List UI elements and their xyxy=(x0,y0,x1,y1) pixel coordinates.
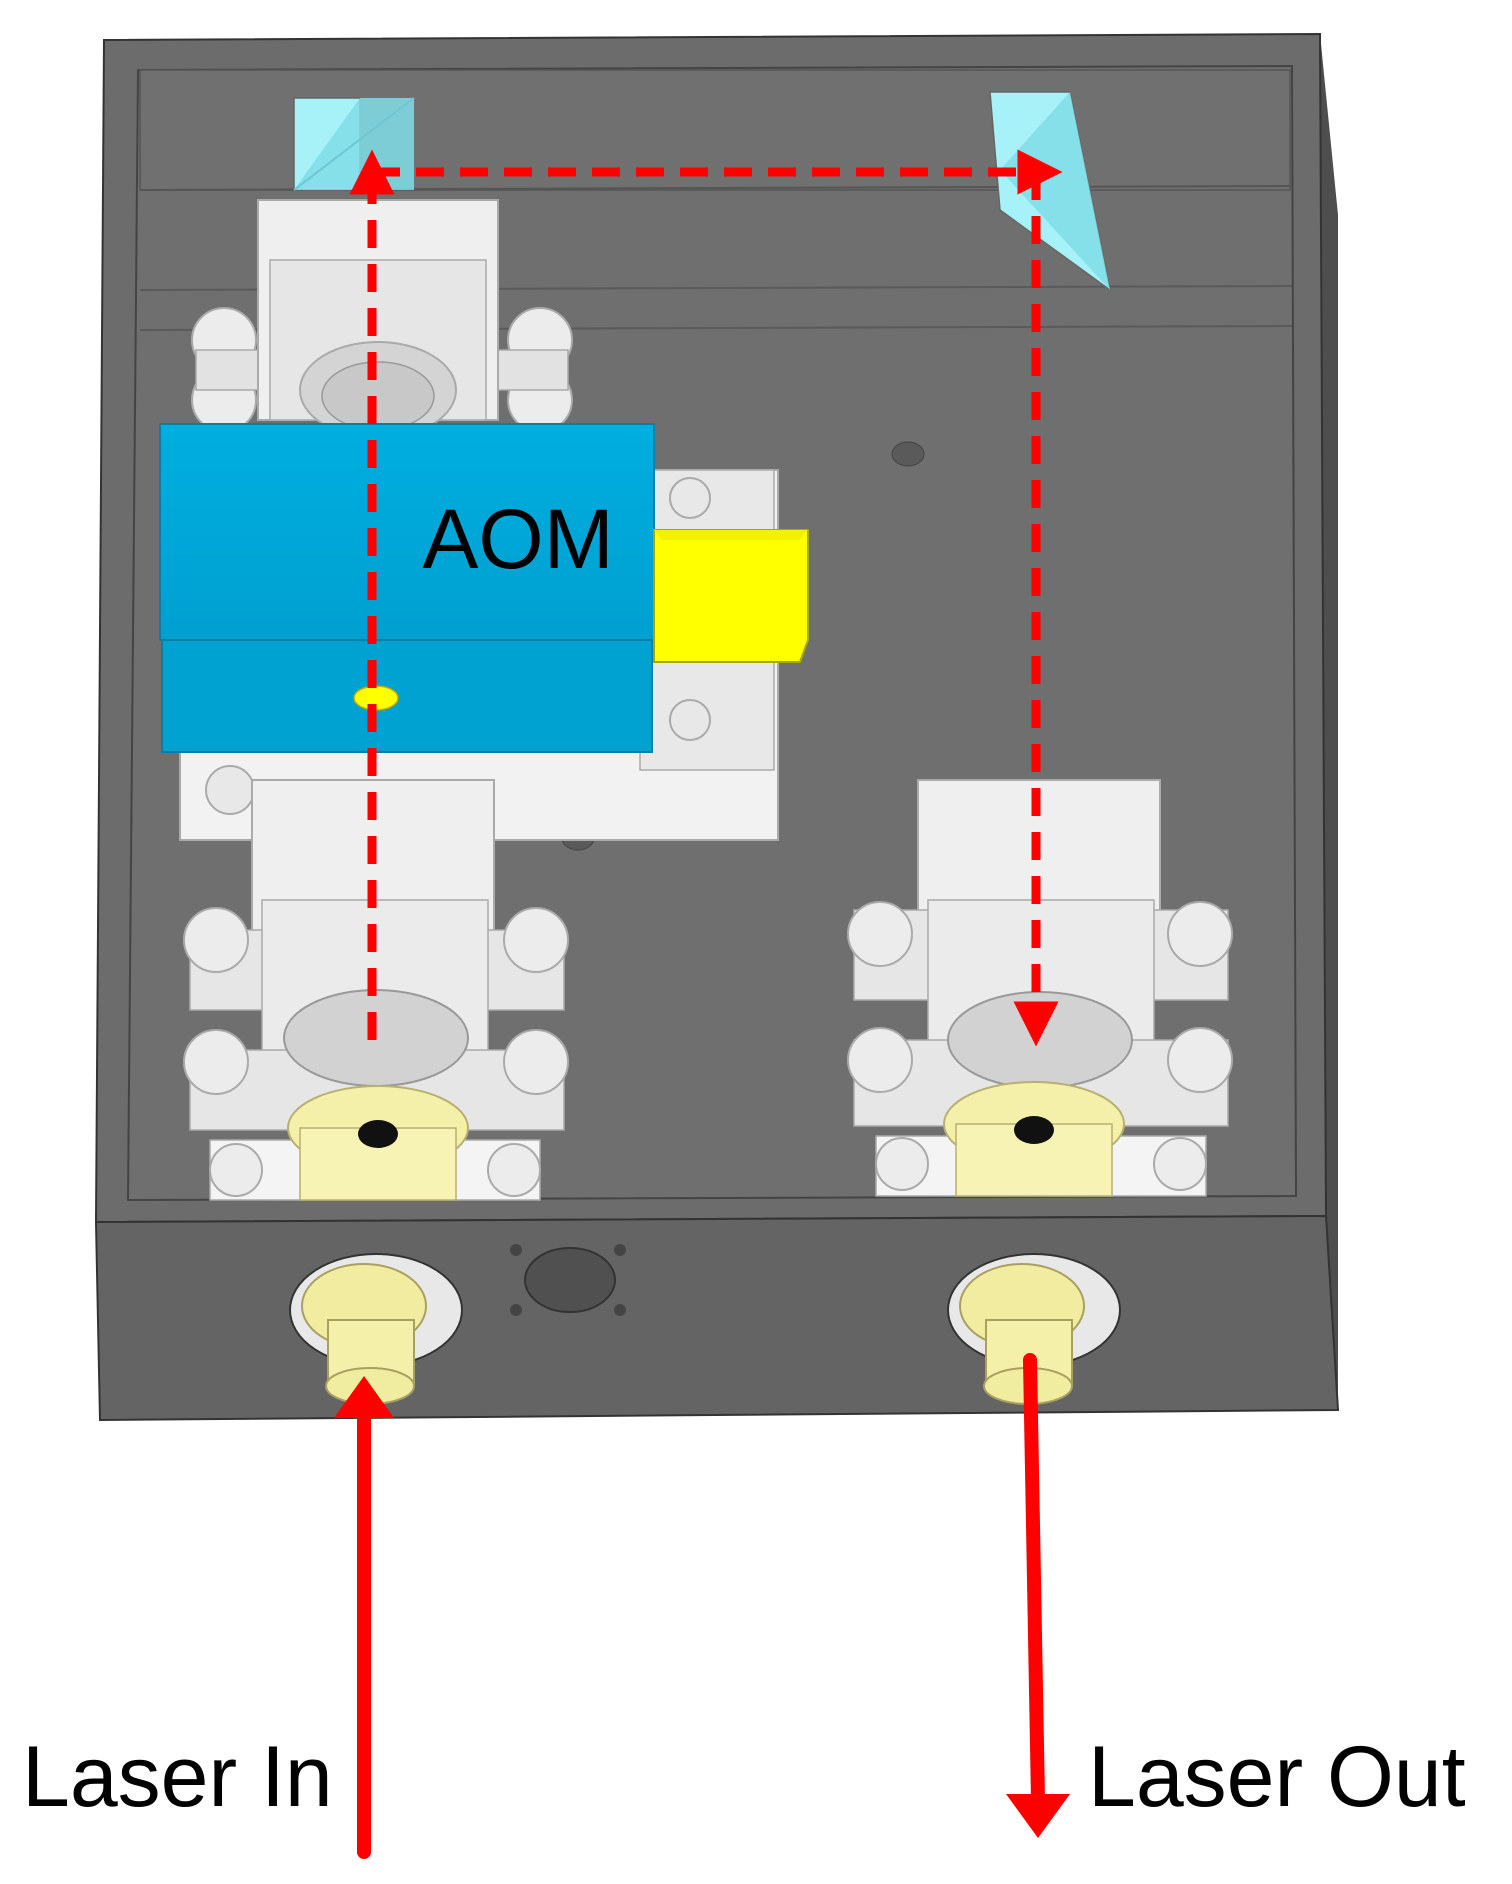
front-screw xyxy=(614,1244,626,1256)
beam-output xyxy=(1023,1353,1045,1807)
front-center-port xyxy=(524,1247,616,1313)
floor-hole xyxy=(891,441,925,467)
rf-connector xyxy=(653,529,809,663)
front-coupler-left xyxy=(289,1253,463,1405)
mount-bottom-left xyxy=(183,779,569,1201)
front-screw xyxy=(510,1304,522,1316)
beam-output-arrowhead xyxy=(1006,1794,1070,1838)
mount-bottom-right xyxy=(847,779,1233,1197)
housing-right-side xyxy=(1320,34,1338,1410)
aom-label: AOM xyxy=(422,492,613,586)
beam-input-arrowhead xyxy=(334,1376,394,1418)
laser-out-label: Laser Out xyxy=(1088,1729,1466,1825)
aom-assembly: AOM xyxy=(159,423,809,841)
aom-body-lower xyxy=(161,639,653,753)
mount-top-left xyxy=(191,199,573,439)
aom-body xyxy=(159,423,655,641)
housing-front-face xyxy=(94,1214,1340,1422)
beam-path xyxy=(334,149,1070,1859)
front-screw xyxy=(510,1244,522,1256)
front-screw xyxy=(614,1304,626,1316)
laser-in-label: Laser In xyxy=(22,1729,333,1825)
